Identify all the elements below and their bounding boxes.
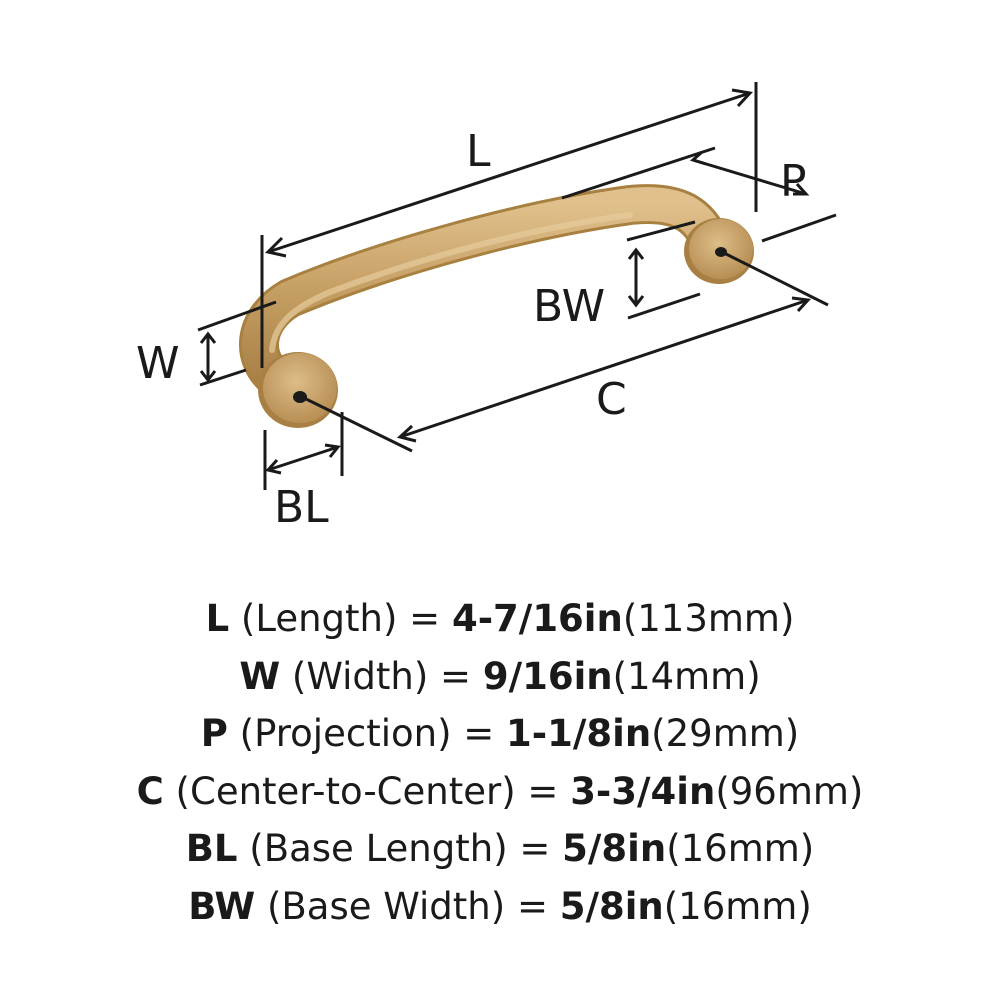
spec-code: BW <box>188 884 256 928</box>
spec-row-base-width: BW (Base Width) = 5/8in(16mm) <box>0 878 1000 936</box>
spec-code: L <box>205 597 230 640</box>
base-left <box>258 352 338 428</box>
spec-name: (Base Length) = <box>249 827 551 870</box>
screw-hole-icon <box>293 391 307 403</box>
spec-imperial: 9/16in <box>482 654 613 698</box>
dim-label-center: C <box>596 374 627 425</box>
spec-metric: (29mm) <box>651 712 800 755</box>
dim-label-projection: P <box>780 156 807 207</box>
spec-row-projection: P (Projection) = 1-1/8in(29mm) <box>0 705 1000 763</box>
handle-dimension-diagram: L P BW W C BL <box>136 82 837 533</box>
spec-code: C <box>136 769 164 813</box>
spec-imperial: 5/8in <box>559 884 664 928</box>
dim-label-width: W <box>136 338 180 389</box>
spec-imperial: 1-1/8in <box>506 712 652 755</box>
spec-metric: (16mm) <box>666 827 815 870</box>
spec-code: W <box>239 654 281 698</box>
spec-name: (Length) = <box>240 597 441 640</box>
spec-name: (Width) = <box>291 654 472 698</box>
spec-metric: (113mm) <box>622 597 795 640</box>
specifications-list: L (Length) = 4-7/16in(113mm) W (Width) =… <box>0 590 1000 935</box>
spec-name: (Center-to-Center) = <box>175 769 559 813</box>
dim-label-base-length: BL <box>274 482 329 533</box>
spec-row-base-length: BL (Base Length) = 5/8in(16mm) <box>0 820 1000 878</box>
spec-row-length: L (Length) = 4-7/16in(113mm) <box>0 590 1000 648</box>
dim-label-length: L <box>466 126 491 177</box>
spec-imperial: 4-7/16in <box>451 597 623 640</box>
spec-code: BL <box>185 827 238 870</box>
spec-metric: (96mm) <box>715 769 864 813</box>
spec-metric: (14mm) <box>612 654 761 698</box>
spec-metric: (16mm) <box>663 884 812 928</box>
spec-row-width: W (Width) = 9/16in(14mm) <box>0 648 1000 706</box>
dimension-lines <box>197 82 837 490</box>
spec-row-center-to-center: C (Center-to-Center) = 3-3/4in(96mm) <box>0 763 1000 821</box>
spec-name: (Base Width) = <box>266 884 548 928</box>
spec-name: (Projection) = <box>239 712 495 755</box>
dim-label-base-width: BW <box>533 281 605 332</box>
cabinet-pull-handle <box>239 184 754 428</box>
base-right <box>684 218 754 284</box>
spec-imperial: 5/8in <box>562 827 667 870</box>
spec-imperial: 3-3/4in <box>570 769 716 813</box>
spec-code: P <box>200 712 228 755</box>
